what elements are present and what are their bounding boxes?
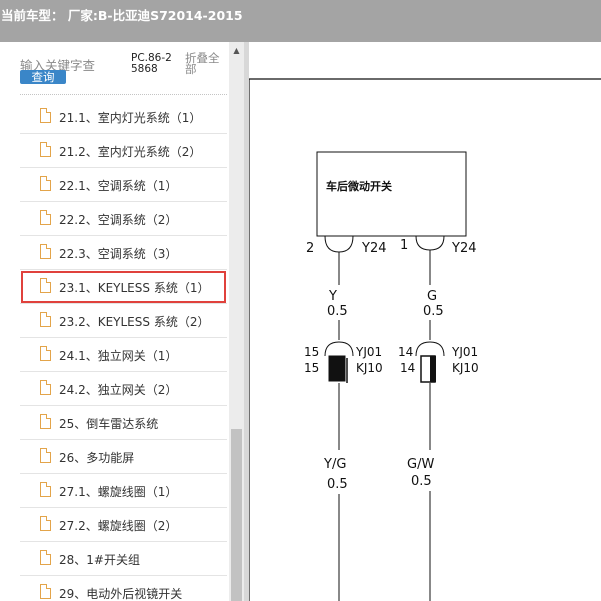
left-joint-arc xyxy=(324,341,354,357)
document-icon xyxy=(40,108,51,123)
tree-item-label: 21.2、室内灯光系统（2） xyxy=(59,145,202,159)
tree-item[interactable]: 28、1#开关组 xyxy=(20,542,227,576)
tree-item[interactable]: 26、多功能屏 xyxy=(20,440,227,474)
vertical-scrollbar[interactable]: ▲ xyxy=(229,42,244,601)
right-wire-size: 0.5 xyxy=(423,304,444,319)
switch-component-box xyxy=(316,151,467,237)
tree-item-label: 29、电动外后视镜开关 xyxy=(59,587,183,601)
tree-item-label: 28、1#开关组 xyxy=(59,553,140,567)
scroll-up-arrow-icon[interactable]: ▲ xyxy=(233,46,240,55)
document-icon xyxy=(40,210,51,225)
tree-item-label: 21.1、室内灯光系统（1） xyxy=(59,111,202,125)
document-icon xyxy=(40,278,51,293)
tree-item[interactable]: 22.3、空调系统（3） xyxy=(20,236,227,270)
component-label: 车后微动开关 xyxy=(326,179,392,193)
right-joint-top-label: YJ01 xyxy=(451,345,478,359)
tree-item-label: 22.3、空调系统（3） xyxy=(59,247,178,261)
tree-item[interactable]: 25、倒车雷达系统 xyxy=(20,406,227,440)
tree-item-label: 23.1、KEYLESS 系统（1） xyxy=(59,281,210,295)
tree-item[interactable]: 27.1、螺旋线圈（1） xyxy=(20,474,227,508)
right-wire2-size: 0.5 xyxy=(411,474,432,489)
wiring-diagram: 车后微动开关 2 Y24 Y 0.5 15 15 YJ01 KJ10 Y/G 0… xyxy=(249,78,601,601)
document-icon xyxy=(40,176,51,191)
left-connector-arc xyxy=(324,235,354,253)
right-joint-bottom-label: KJ10 xyxy=(452,361,479,375)
document-icon xyxy=(40,584,51,599)
tree-item[interactable]: 27.2、螺旋线圈（2） xyxy=(20,508,227,542)
tree-item-label: 26、多功能屏 xyxy=(59,451,135,465)
document-tree: 21.1、室内灯光系统（1） 21.2、室内灯光系统（2） 22.1、空调系统（… xyxy=(20,100,227,601)
tree-item-label: 24.1、独立网关（1） xyxy=(59,349,178,363)
document-icon xyxy=(40,414,51,429)
right-connector-label: Y24 xyxy=(451,241,476,256)
tree-item[interactable]: 29、电动外后视镜开关 xyxy=(20,576,227,601)
document-icon xyxy=(40,346,51,361)
left-wire2-color: Y/G xyxy=(323,457,346,472)
left-joint-terminal xyxy=(328,355,346,382)
left-joint-pin-bottom: 15 xyxy=(304,361,319,375)
tree-item-label: 24.2、独立网关（2） xyxy=(59,383,178,397)
left-joint-top-label: YJ01 xyxy=(355,345,382,359)
right-connector-arc xyxy=(415,235,445,251)
right-joint-pin-top: 14 xyxy=(398,345,413,359)
left-joint-pin-top: 15 xyxy=(304,345,319,359)
title-bar: 当前车型： 厂家:B-比亚迪S72014-2015 xyxy=(0,0,601,42)
window-title: 当前车型： 厂家:B-比亚迪S72014-2015 xyxy=(1,8,243,23)
wiring-diagram-view[interactable]: 车后微动开关 2 Y24 Y 0.5 15 15 YJ01 KJ10 Y/G 0… xyxy=(249,42,601,601)
navigation-panel: 输入关键字查 查询 PC.86-25868 折叠全部 21.1、室内灯光系统（1… xyxy=(0,42,247,601)
tree-item[interactable]: 21.2、室内灯光系统（2） xyxy=(20,134,227,168)
tree-item-label: 27.2、螺旋线圈（2） xyxy=(59,519,178,533)
left-connector-label: Y24 xyxy=(361,241,386,256)
left-wire2-size: 0.5 xyxy=(327,477,348,492)
document-icon xyxy=(40,312,51,327)
left-pin-number: 2 xyxy=(306,241,314,256)
tree-item-label: 22.1、空调系统（1） xyxy=(59,179,178,193)
document-icon xyxy=(40,448,51,463)
tree-item-selected[interactable]: 23.1、KEYLESS 系统（1） xyxy=(20,270,227,304)
right-wire-color: G xyxy=(427,289,437,304)
tree-item[interactable]: 23.2、KEYLESS 系统（2） xyxy=(20,304,227,338)
left-joint-bottom-label: KJ10 xyxy=(356,361,383,375)
pc-code-label: PC.86-25868 xyxy=(131,52,172,75)
tree-item[interactable]: 21.1、室内灯光系统（1） xyxy=(20,100,227,134)
document-icon xyxy=(40,550,51,565)
tree-item[interactable]: 24.1、独立网关（1） xyxy=(20,338,227,372)
tree-item[interactable]: 24.2、独立网关（2） xyxy=(20,372,227,406)
left-wire-color: Y xyxy=(328,289,337,304)
document-icon xyxy=(40,380,51,395)
right-wire2-color: G/W xyxy=(407,457,434,472)
scroll-thumb[interactable] xyxy=(231,429,242,601)
search-input[interactable]: 输入关键字查 xyxy=(20,58,96,73)
tree-item-label: 27.1、螺旋线圈（1） xyxy=(59,485,178,499)
tree-item[interactable]: 22.2、空调系统（2） xyxy=(20,202,227,236)
tree-item-label: 23.2、KEYLESS 系统（2） xyxy=(59,315,210,329)
tree-item-label: 25、倒车雷达系统 xyxy=(59,417,159,431)
tree-item-label: 22.2、空调系统（2） xyxy=(59,213,178,227)
divider xyxy=(20,94,227,95)
document-icon xyxy=(40,142,51,157)
document-icon xyxy=(40,244,51,259)
collapse-all-button[interactable]: 折叠全部 xyxy=(185,51,220,76)
search-button[interactable]: 查询 xyxy=(20,70,66,84)
right-joint-terminal-fill xyxy=(430,356,436,382)
right-joint-pin-bottom: 14 xyxy=(400,361,415,375)
tree-item[interactable]: 22.1、空调系统（1） xyxy=(20,168,227,202)
document-icon xyxy=(40,482,51,497)
panel-splitter[interactable] xyxy=(244,42,249,601)
right-joint-arc xyxy=(415,341,445,357)
right-pin-number: 1 xyxy=(400,238,408,253)
left-wire-size: 0.5 xyxy=(327,304,348,319)
document-icon xyxy=(40,516,51,531)
